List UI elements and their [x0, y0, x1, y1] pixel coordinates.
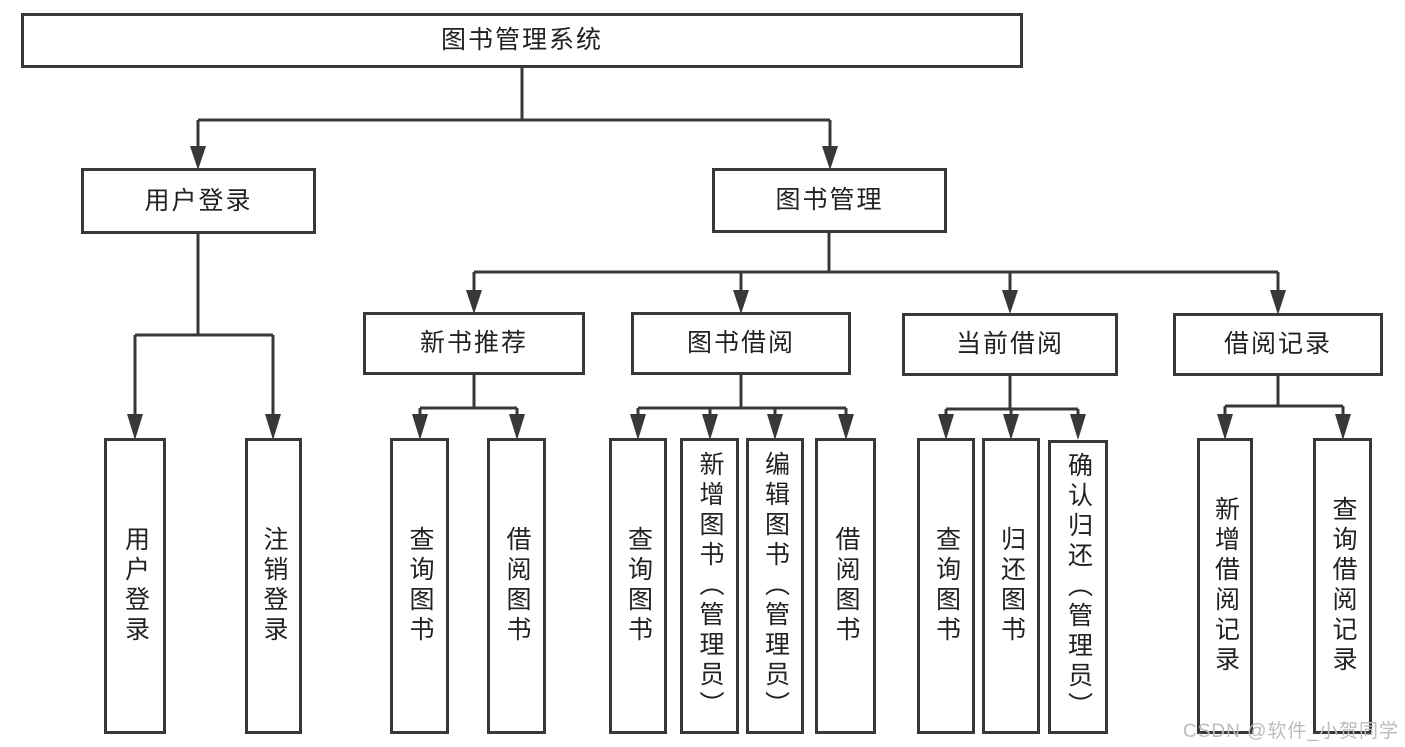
leaf-add-book-admin-label: 新增图书（管理员）	[696, 451, 724, 721]
leaf-logout-label: 注销登录	[260, 526, 288, 646]
node-new-book-recommendation: 新书推荐	[363, 312, 585, 375]
leaf-edit-book-admin: 编辑图书（管理员）	[746, 438, 804, 734]
node-library-management-system: 图书管理系统	[21, 13, 1023, 68]
node-book-borrowing: 图书借阅	[631, 312, 851, 375]
leaf-query-borrow-record-label: 查询借阅记录	[1329, 496, 1357, 676]
leaf-add-book-admin: 新增图书（管理员）	[680, 438, 739, 734]
leaf-query-borrow-record: 查询借阅记录	[1313, 438, 1372, 734]
node-current-borrowing: 当前借阅	[902, 313, 1118, 376]
leaf-return-book: 归还图书	[982, 438, 1040, 734]
leaf-confirm-return-admin: 确认归还（管理员）	[1048, 440, 1108, 734]
leaf-query-books-2: 查询图书	[609, 438, 667, 734]
node-user-login: 用户登录	[81, 168, 316, 234]
leaf-query-books-2-label: 查询图书	[624, 526, 653, 646]
leaf-query-books-1: 查询图书	[390, 438, 449, 734]
leaf-add-borrow-record-label: 新增借阅记录	[1211, 496, 1240, 676]
leaf-query-books-3: 查询图书	[917, 438, 975, 734]
leaf-borrow-books-1-label: 借阅图书	[503, 526, 531, 646]
leaf-borrow-books-1: 借阅图书	[487, 438, 546, 734]
leaf-query-books-3-label: 查询图书	[932, 526, 961, 646]
leaf-add-borrow-record: 新增借阅记录	[1197, 438, 1253, 734]
leaf-logout: 注销登录	[245, 438, 302, 734]
leaf-confirm-return-admin-label: 确认归还（管理员）	[1064, 452, 1093, 722]
leaf-borrow-books-2: 借阅图书	[815, 438, 876, 734]
leaf-query-books-1-label: 查询图书	[406, 526, 434, 646]
leaf-user-login: 用户登录	[104, 438, 166, 734]
leaf-borrow-books-2-label: 借阅图书	[832, 526, 860, 646]
leaf-user-login-label: 用户登录	[121, 526, 150, 646]
node-book-management: 图书管理	[712, 168, 947, 233]
leaf-return-book-label: 归还图书	[997, 526, 1026, 646]
node-borrowing-records: 借阅记录	[1173, 313, 1383, 376]
leaf-edit-book-admin-label: 编辑图书（管理员）	[761, 451, 790, 721]
csdn-watermark: CSDN @软件_小贺同学	[1183, 721, 1399, 742]
